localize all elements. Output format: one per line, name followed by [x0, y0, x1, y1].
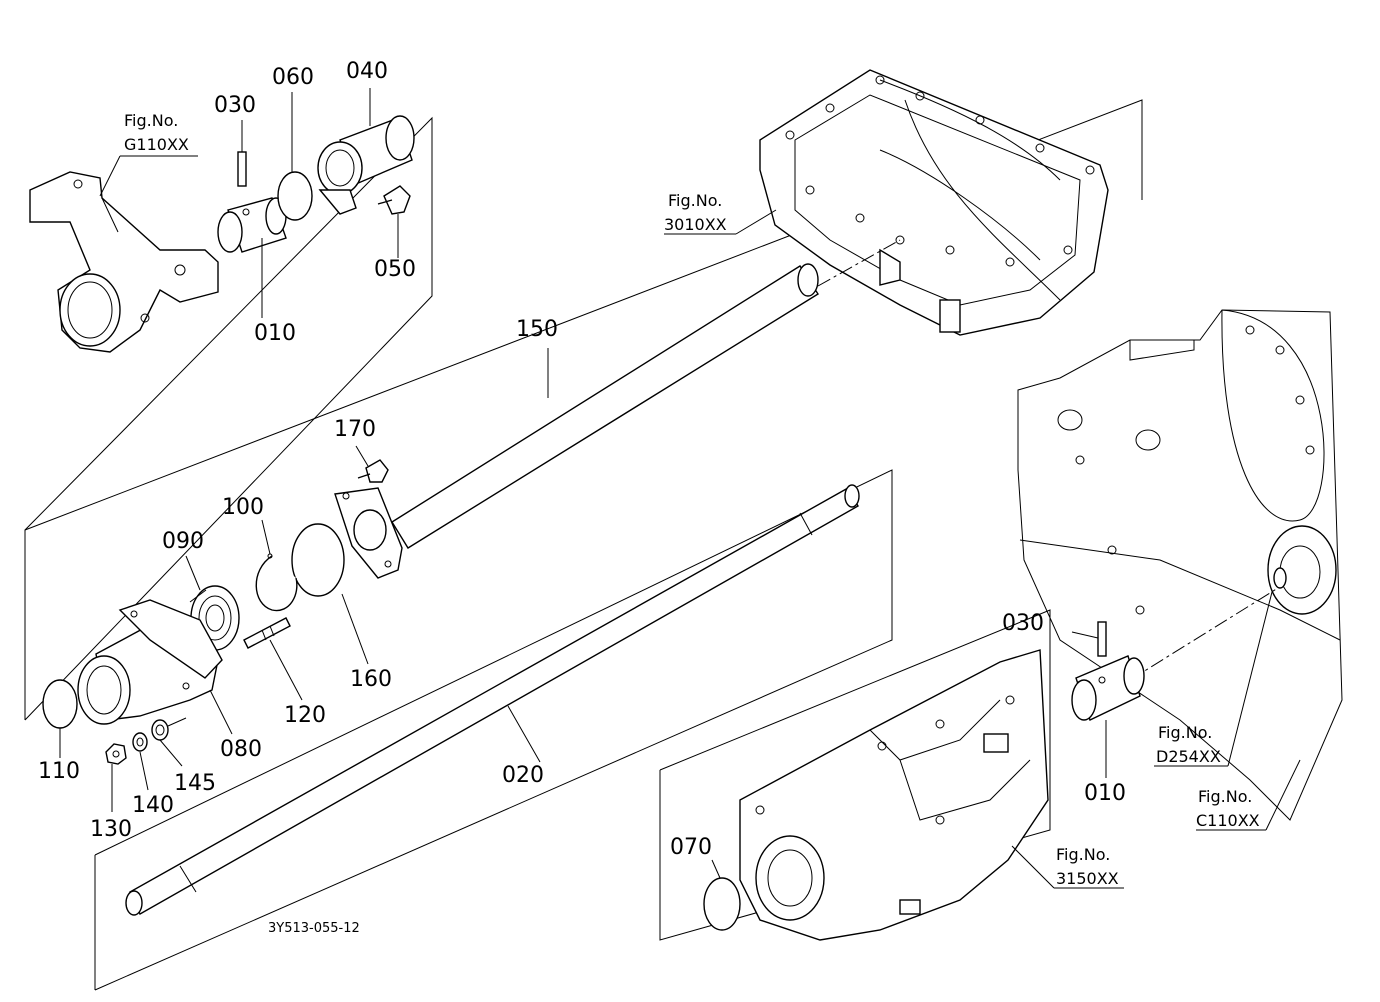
callout-100: 100 [222, 495, 264, 520]
top-left-group [24, 116, 433, 721]
hydraulic-block [739, 649, 1049, 941]
fig-ref-label-c110: Fig.No. [1198, 787, 1252, 806]
callout-030-right: 030 [1002, 611, 1044, 636]
fig-ref-label-3150: Fig.No. [1056, 845, 1110, 864]
bushing-010-top [217, 197, 287, 253]
drawing-code: 3Y513-055-12 [268, 921, 360, 936]
callout-020: 020 [502, 763, 544, 788]
fig-ref-code-g110: G110XX [124, 135, 189, 154]
o-ring-110 [42, 679, 78, 729]
engine-casing [1017, 309, 1343, 821]
o-ring-160 [291, 523, 345, 597]
front-axle-bracket [29, 171, 219, 353]
callout-170: 170 [334, 417, 376, 442]
fig-ref-code-c110: C110XX [1196, 811, 1260, 830]
callout-160: 160 [350, 667, 392, 692]
bolt-170 [357, 459, 389, 483]
callout-040: 040 [346, 59, 388, 84]
lower-right-frame [659, 609, 1051, 941]
fig-ref-label-g110: Fig.No. [124, 111, 178, 130]
o-ring-070 [703, 877, 741, 931]
callout-150: 150 [516, 317, 558, 342]
collar-040 [317, 115, 415, 215]
callout-110: 110 [38, 759, 80, 784]
o-ring-060 [277, 171, 313, 221]
bushing-010-right [1071, 655, 1145, 721]
callout-060: 060 [272, 65, 314, 90]
callout-070: 070 [670, 835, 712, 860]
callout-130: 130 [90, 817, 132, 842]
pin-030-top [237, 151, 247, 187]
transmission-housing [759, 69, 1109, 336]
bearing-case-080 [77, 599, 223, 725]
callout-080: 080 [220, 737, 262, 762]
callout-120: 120 [284, 703, 326, 728]
housing-frame [24, 99, 1143, 531]
callout-010-right: 010 [1084, 781, 1126, 806]
snap-ring-100 [255, 553, 298, 612]
callout-145: 145 [174, 771, 216, 796]
fig-ref-code-3010: 3010XX [664, 215, 727, 234]
flange-plate [334, 487, 403, 579]
figure-references: Fig.No. G110XX Fig.No. 3010XX Fig.No. D2… [124, 111, 1260, 888]
bolt-050 [377, 185, 411, 215]
stud-120 [243, 617, 291, 649]
callout-090: 090 [162, 529, 204, 554]
callout-050: 050 [374, 257, 416, 282]
tube-150 [391, 239, 901, 549]
callout-140: 140 [132, 793, 174, 818]
pin-030-right [1097, 621, 1107, 657]
fasteners [105, 717, 187, 765]
callout-010-top: 010 [254, 321, 296, 346]
fig-ref-code-d254: D254XX [1156, 747, 1221, 766]
callout-labels: 030 060 040 050 010 150 170 100 090 160 … [38, 59, 1126, 860]
fig-ref-label-d254: Fig.No. [1158, 723, 1212, 742]
leader-lines [59, 88, 1301, 889]
shaft-group-frame [94, 469, 893, 991]
fig-ref-label-3010: Fig.No. [668, 191, 722, 210]
fig-ref-code-3150: 3150XX [1056, 869, 1119, 888]
shaft-020 [125, 484, 860, 916]
callout-030-top: 030 [214, 93, 256, 118]
